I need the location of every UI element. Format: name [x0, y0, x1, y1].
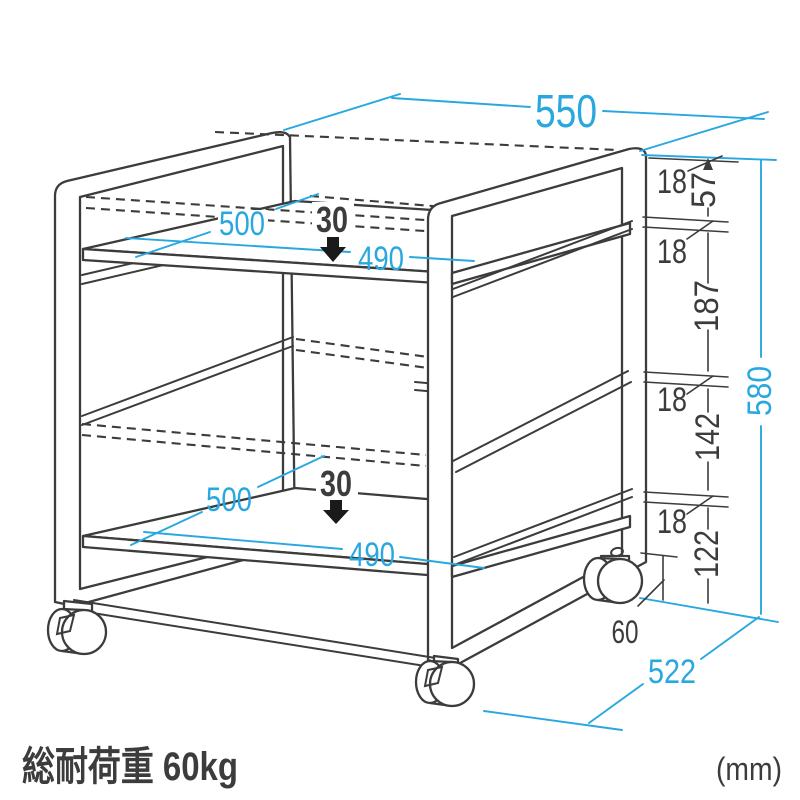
dim-580-ext-bottom	[639, 597, 779, 623]
right-dimension-stack: 18 57 18 187 18 142 18 122 60	[612, 155, 739, 650]
cyan-dimensions: 550 580 522 500 490	[125, 85, 779, 731]
caster-back-right	[582, 546, 644, 605]
dim-122-label: 122	[688, 530, 726, 578]
lip-30-bottom-label: 30	[320, 463, 352, 504]
dim-522: 522	[483, 616, 760, 731]
right-panel-rails	[450, 220, 633, 579]
dim-18-4-label: 18	[657, 503, 687, 541]
dim-580-label: 580	[741, 366, 779, 416]
unit-note-label: (mm)	[716, 751, 782, 787]
lip-30-top-label: 30	[316, 199, 348, 240]
dim-500-bottom-label: 500	[206, 481, 252, 519]
dim-550: 550	[283, 85, 769, 152]
dim-18-3-label: 18	[657, 381, 687, 419]
down-arrow-icon	[323, 500, 349, 524]
bottom-shelf-right-edge	[450, 514, 632, 579]
lip-30-bottom: 30	[316, 463, 358, 524]
dim-500-top: 500	[135, 193, 319, 258]
dim-580-ext-top	[641, 154, 777, 161]
dim-522-ext-front	[483, 710, 623, 731]
caster-slot	[423, 665, 444, 688]
caster-front-left	[46, 599, 108, 656]
dim-142-label: 142	[689, 413, 727, 461]
dim-550-label: 550	[535, 85, 597, 137]
dim-500-bottom: 500	[130, 455, 325, 546]
dim-522-label: 522	[648, 653, 696, 691]
dim-57-label: 57	[685, 172, 723, 208]
dim-580: 580	[639, 154, 779, 623]
front-bottom-crossbar	[73, 599, 449, 670]
lip-30-top: 30	[312, 199, 354, 262]
caster-slot	[55, 613, 76, 636]
dim-550-ext-left	[283, 93, 401, 131]
dim-18-2-label: 18	[657, 233, 687, 271]
dim-490-bottom-label: 490	[349, 536, 395, 574]
dim-490-top-label: 490	[358, 240, 404, 278]
dim-187-label: 187	[688, 280, 726, 332]
dim-490-bottom: 490	[143, 531, 485, 574]
down-arrow-icon	[320, 237, 346, 262]
dim-60: 60	[612, 552, 678, 650]
load-capacity-label: 総耐荷重 60kg	[22, 745, 238, 789]
dim-490-top: 490	[125, 237, 475, 278]
dim-60-label: 60	[612, 614, 639, 650]
dim-500-top-label: 500	[219, 205, 265, 243]
caster-front-right	[414, 654, 476, 708]
dim-18-1-label: 18	[657, 163, 687, 201]
